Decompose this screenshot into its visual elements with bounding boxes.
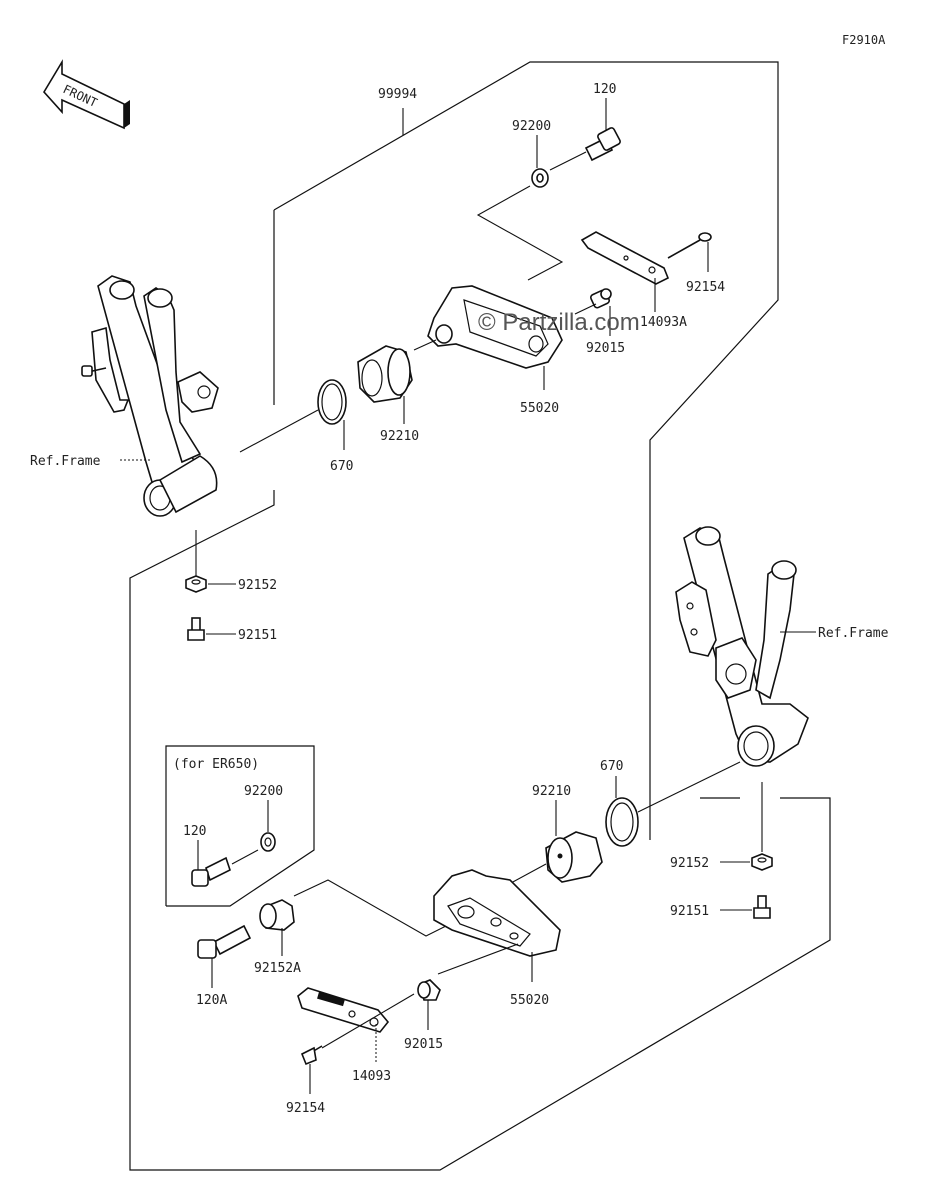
label-92151-left: 92151 [238, 628, 277, 643]
collar-92152a-icon [259, 899, 295, 931]
frame-right-icon [675, 526, 809, 767]
label-ref-frame-right: Ref.Frame [818, 626, 889, 641]
frame-left-icon [81, 275, 219, 517]
label-670-top: 670 [330, 459, 353, 474]
washer-92200-top-icon [531, 168, 549, 188]
label-55020-bottom: 55020 [510, 993, 549, 1008]
plate-14093-icon [297, 987, 390, 1033]
nut-92152-right-icon [751, 853, 773, 871]
label-120-inset: 120 [183, 824, 206, 839]
collar-92015-bottom-icon [417, 979, 441, 1001]
label-92210-top: 92210 [380, 429, 419, 444]
nut-92152-left-icon [185, 575, 207, 593]
label-120a: 120A [196, 993, 227, 1008]
label-92210-bottom: 92210 [532, 784, 571, 799]
screw-92154-bottom-icon [300, 1045, 323, 1066]
label-92152-right: 92152 [670, 856, 709, 871]
label-99994: 99994 [378, 87, 417, 102]
damper-92210-bottom-icon [545, 831, 603, 883]
label-92151-right: 92151 [670, 904, 709, 919]
watermark: © Partzilla.com [478, 309, 640, 336]
bolt-120-inset-icon [191, 856, 231, 887]
inset-box-er650 [165, 745, 315, 907]
bolt-92151-right-icon [753, 895, 771, 919]
label-ref-frame-left: Ref.Frame [30, 454, 101, 469]
washer-92200-inset-icon [260, 832, 276, 852]
o-ring-670-top-icon [317, 379, 347, 425]
label-92200-top: 92200 [512, 119, 551, 134]
label-92015-top: 92015 [586, 341, 625, 356]
plate-14093a-icon [580, 231, 670, 285]
collar-92015-top-icon [589, 288, 612, 309]
screw-92154-top-icon [667, 232, 712, 259]
damper-92210-top-icon [357, 345, 413, 403]
label-55020-top: 55020 [520, 401, 559, 416]
label-92154-top: 92154 [686, 280, 725, 295]
diagram-id: F2910A [842, 33, 886, 47]
frame-slider-55020-bottom-icon [433, 869, 561, 957]
kit-outline [129, 61, 831, 1171]
bolt-120-top-icon [584, 127, 621, 162]
label-14093: 14093 [352, 1069, 391, 1084]
label-92152-left: 92152 [238, 578, 277, 593]
label-14093a: 14093A [640, 315, 687, 330]
label-92200-inset: 92200 [244, 784, 283, 799]
front-arrow-icon: FRONT [43, 59, 130, 130]
label-120-top: 120 [593, 82, 616, 97]
label-92152a: 92152A [254, 961, 301, 976]
label-for-er650: (for ER650) [173, 757, 259, 772]
frame-slider-55020-top-icon [427, 285, 563, 369]
label-92015-bottom: 92015 [404, 1037, 443, 1052]
bolt-92151-left-icon [187, 617, 205, 641]
label-670-bottom: 670 [600, 759, 623, 774]
o-ring-670-bottom-icon [605, 797, 639, 847]
bolt-120a-icon [197, 924, 252, 959]
label-92154-bottom: 92154 [286, 1101, 325, 1116]
